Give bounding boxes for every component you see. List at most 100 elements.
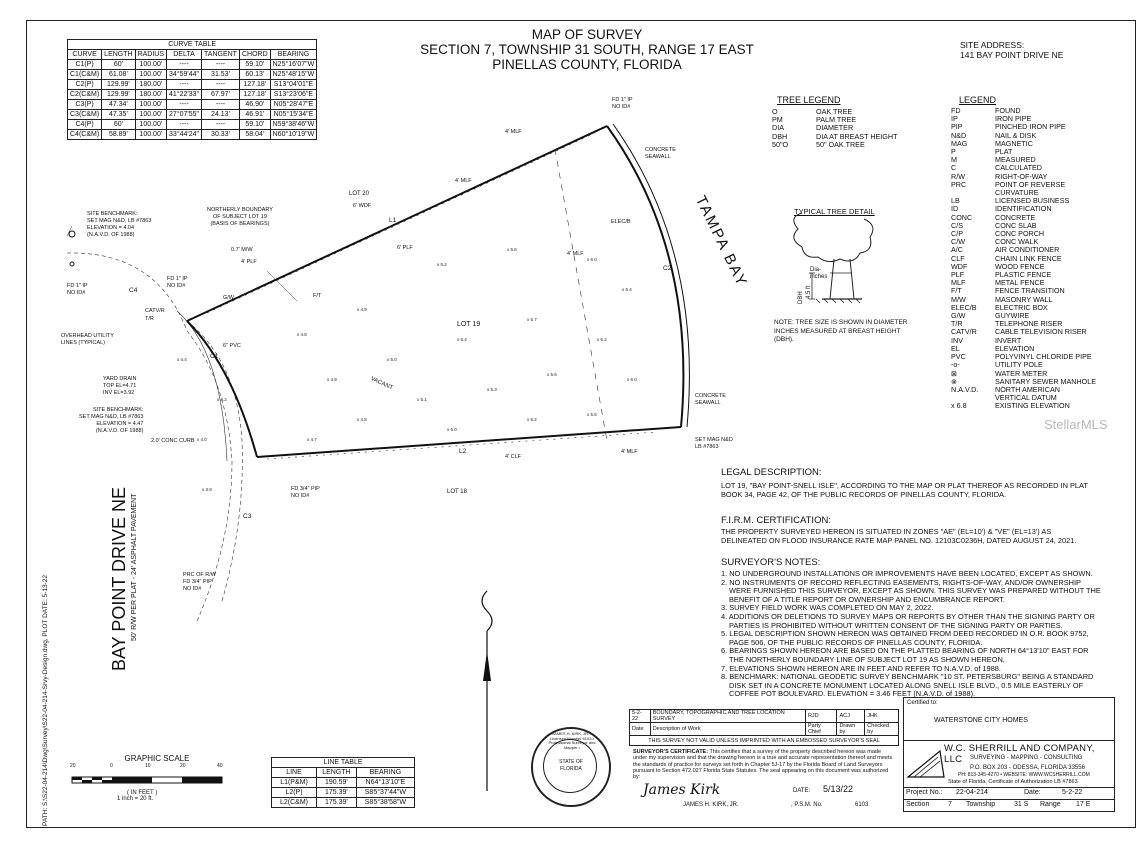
curve-table-body: C1(P)60'100.00'--------59.10'N25°16'07"W… xyxy=(66,59,318,140)
legend-key: FD xyxy=(951,106,961,115)
legal-text: LOT 19, "BAY POINT-SNELL ISLE", ACCORDIN… xyxy=(721,481,1088,499)
range-label: Range xyxy=(1040,801,1061,808)
legend-value: TELEPHONE RISER xyxy=(995,319,1063,329)
legend-key: MLF xyxy=(951,278,966,288)
signature: James Kirk xyxy=(643,782,721,799)
legend-row: N.A.V.D.NORTH AMERICAN xyxy=(951,385,1131,394)
seal-ring-text: JAMES H. KIRK, JR. • Licensee Number 610… xyxy=(548,731,596,750)
tree-legend-value: OAK TREE xyxy=(816,107,853,116)
lot19-label: LOT 19 xyxy=(457,321,481,328)
svg-text:x 4.0: x 4.0 xyxy=(197,437,207,442)
line-table-cell: S85°37'44"W xyxy=(355,787,416,798)
mlf4c-label: 4' MLF xyxy=(567,251,584,257)
mlf4b-label: 4' MLF xyxy=(455,178,472,184)
legend-key: G/W xyxy=(951,311,966,321)
legend-title: LEGEND xyxy=(959,95,997,105)
line-table-cell: 190.59' xyxy=(316,777,357,788)
note-item: 2. NO INSTRUMENTS OF RECORD REFLECTING E… xyxy=(721,577,1101,604)
legend-key: PVC xyxy=(951,352,966,362)
scale-tick-label: 20 xyxy=(70,763,76,769)
legend-value: CONC PORCH xyxy=(995,229,1045,239)
legend-value: VERTICAL DATUM xyxy=(995,393,1057,403)
legend-key: C/W xyxy=(951,237,965,247)
legend-key: WDF xyxy=(951,261,968,271)
legend-value: EXISTING ELEVATION xyxy=(995,401,1070,411)
legend-value: GUYWIRE xyxy=(995,311,1030,321)
legend-value: CHAIN LINK FENCE xyxy=(995,253,1062,263)
legend-value: MEASURED xyxy=(995,155,1036,165)
psm-value: 6103 xyxy=(855,802,869,809)
tree-note: NOTE: TREE SIZE IS SHOWN IN DIAMETER INC… xyxy=(774,319,908,343)
curve-table-cell: 30.33' xyxy=(201,129,240,140)
rev-desc: BOUNDARY, TOPOGRAPHIC AND TREE LOCATION … xyxy=(649,709,806,723)
legend-key: IP xyxy=(951,114,958,124)
scale-ratio: 1 inch = 20 ft. xyxy=(117,796,154,802)
scale-tick-label: 40 xyxy=(217,763,223,769)
tree-dbh-label: DBH xyxy=(798,291,804,304)
line-table-cell: 175.39' xyxy=(316,787,357,798)
c4-label: C4 xyxy=(129,287,138,294)
legend-key: M/W xyxy=(951,294,966,304)
legend-value: CONCRETE xyxy=(995,212,1036,222)
legend-key: ID xyxy=(951,204,959,214)
fd-ip-left-label: FD 1" IP NO ID# xyxy=(67,283,88,296)
curve-table-cell: 33°44'24" xyxy=(166,129,203,140)
lot20-label: LOT 20 xyxy=(349,191,369,197)
svg-text:x 5.2: x 5.2 xyxy=(527,417,537,422)
legend-key: PRC xyxy=(951,179,967,189)
line-table-header-cell: LINE xyxy=(270,767,318,778)
township-label: Township xyxy=(966,801,996,808)
title-block-left: 5-2-22 BOUNDARY, TOPOGRAPHIC AND TREE LO… xyxy=(623,697,903,810)
yard-drain-label: YARD DRAIN TOP EL=4.71 INV EL=3.92 xyxy=(103,376,137,396)
legend-value: SANITARY SEWER MANHOLE xyxy=(995,376,1097,386)
legend-key: T/R xyxy=(951,319,963,329)
legend-key: C xyxy=(951,163,957,173)
scale-tick-label: 0 xyxy=(110,763,113,769)
section-label: Section xyxy=(906,801,930,808)
legend-value: RIGHT-OF-WAY xyxy=(995,171,1048,181)
date2-value: 5-2-22 xyxy=(1062,789,1083,796)
l1-label: L1 xyxy=(389,217,397,224)
tree-legend-key: DBH xyxy=(772,131,788,141)
legend-row: VERTICAL DATUM xyxy=(951,393,1131,403)
title-line3: PINELLAS COUNTY, FLORIDA xyxy=(492,57,682,72)
tree-legend-value: PALM TREE xyxy=(816,115,857,125)
legend-key: CATV/R xyxy=(951,327,977,337)
date-value: 5/13/22 xyxy=(823,784,854,795)
notes-title: SURVEYOR'S NOTES: xyxy=(721,557,821,568)
tree-legend-key: DIA xyxy=(772,123,784,133)
tr-label: T/R xyxy=(145,316,154,322)
north-arrow-icon xyxy=(481,590,493,791)
l2-label: L2 xyxy=(459,448,467,455)
c2-label: C2 xyxy=(663,265,672,272)
seal-center1: STATE OF xyxy=(559,759,583,765)
col-checked: Checked by xyxy=(864,722,899,736)
legend-row: ⊠WATER METER xyxy=(951,369,1131,378)
site-address: SITE ADDRESS: 141 BAY POINT DRIVE NE xyxy=(960,40,1063,60)
mlf4a-label: 4' MLF xyxy=(505,129,522,135)
svg-text:x 5.7: x 5.7 xyxy=(527,317,537,322)
tree-height-label: 4.5 ft xyxy=(806,285,812,299)
note-item: 1. NO UNDERGROUND INSTALLATIONS OR IMPRO… xyxy=(721,569,1093,578)
mlf4d-label: 4' MLF xyxy=(621,449,638,455)
street-subtitle: 50' R/W PER PLAT - 24' ASPHALT PAVEMENT xyxy=(131,493,138,641)
note-item: 8. BENCHMARK: NATIONAL GEODETIC SURVEY B… xyxy=(721,672,1094,699)
benchmark2-label: SITE BENCHMARK: SET MAG N&D, LB #7863 EL… xyxy=(79,407,144,434)
legend-value: PINCHED IRON PIPE xyxy=(995,122,1066,132)
legend-key: PLF xyxy=(951,270,965,280)
overhead-lines-label: OVERHEAD UTILITY LINES (TYPICAL) xyxy=(61,333,114,346)
company-license: State of Florida, Certificate of Authori… xyxy=(948,779,1078,785)
line-table-title: LINE TABLE xyxy=(270,757,416,768)
